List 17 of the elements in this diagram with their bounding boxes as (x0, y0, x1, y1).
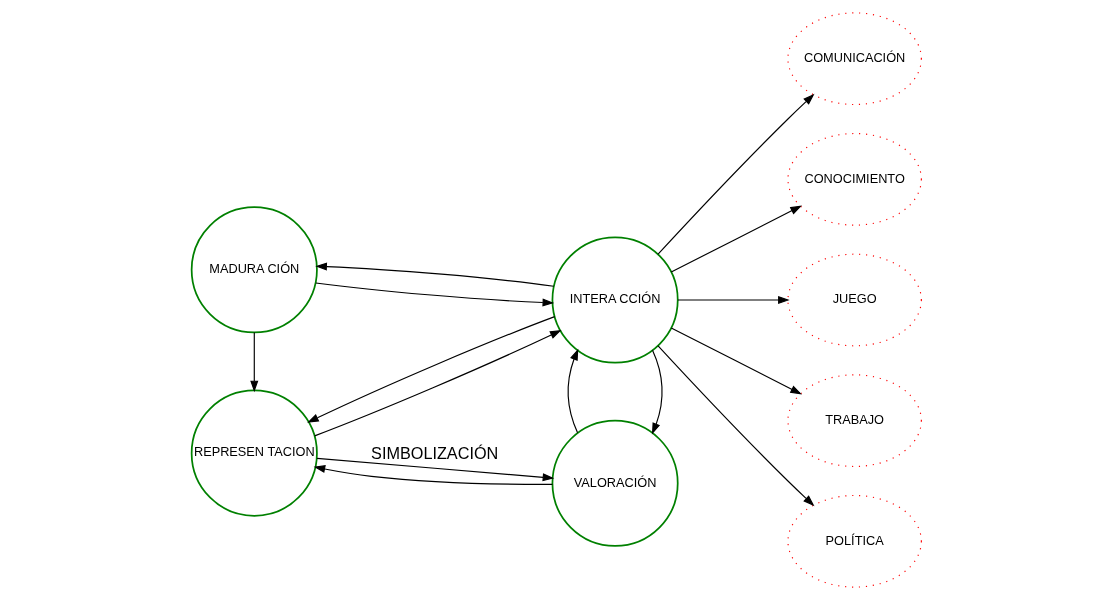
arrow (567, 348, 579, 434)
arrow (657, 345, 815, 507)
arrow (315, 282, 555, 307)
arrow (314, 330, 562, 437)
node-ellipse: JUEGO (787, 253, 922, 347)
node-circle: MADURA CIÓN (190, 206, 318, 334)
arrow (670, 327, 802, 395)
arrow (250, 331, 259, 393)
arrow (651, 349, 663, 435)
arrow (316, 457, 555, 482)
edge-label: SIMBOLIZACIÓN (371, 444, 499, 463)
arrow (315, 262, 555, 287)
arrow (313, 465, 554, 485)
arrow (657, 93, 815, 255)
arrow (670, 205, 802, 273)
arrow (307, 316, 556, 423)
arrow (677, 295, 790, 305)
